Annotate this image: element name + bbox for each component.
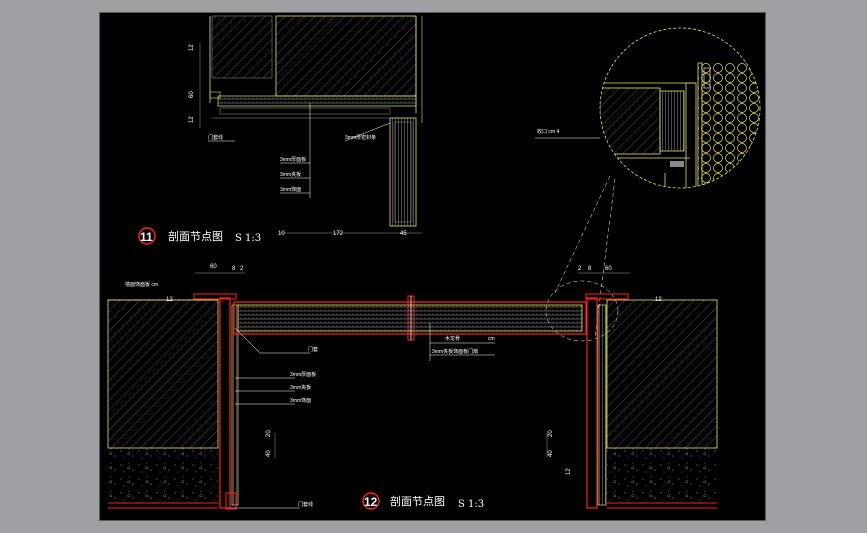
dim-2-left-60: 60 [210, 264, 217, 270]
section-2-drawing [107, 272, 718, 510]
label-2-left-top: 墙面饰面板 cm [125, 281, 158, 288]
cad-viewport[interactable]: 12 60 12 10 172 45 门套线 3mm厚面板 3mm夹板 3mm饰… [99, 12, 766, 521]
label-1-wood-panel: 门套线 [208, 134, 223, 141]
section-1-number: 11 [140, 230, 153, 244]
section-1-drawing [199, 15, 423, 234]
cad-drawing: 12 60 12 10 172 45 门套线 3mm厚面板 3mm夹板 3mm饰… [107, 15, 761, 510]
dim-2-left-20: 20 [266, 430, 272, 437]
label-2-board-2: 3mm夹板 [290, 384, 311, 391]
label-1-board-1: 3mm厚面板 [280, 156, 306, 163]
label-2-frame: 门套 [308, 346, 318, 353]
section-2-title: 剖面节点图 [390, 494, 445, 508]
label-2-door-a: 木龙骨 [445, 335, 460, 342]
dim-2-right-2: 2 [578, 266, 582, 272]
dim-2-right-40: 40 [548, 450, 554, 457]
dim-2-right-12: 12 [655, 297, 662, 303]
dim-2-right-20: 20 [548, 430, 554, 437]
dim-2-left-8: 8 [232, 266, 236, 272]
label-1-seal: 3mm厚密封条 [345, 134, 376, 141]
dim-1f: 45 [400, 231, 407, 237]
section-2-scale: S 1:3 [458, 499, 484, 510]
label-2-door-b: cm [488, 336, 495, 342]
dim-2-right-60: 60 [605, 266, 612, 272]
dim-1d: 10 [278, 231, 285, 237]
label-1-board-3: 3mm饰面 [280, 186, 301, 193]
dim-1e: 172 [333, 231, 344, 237]
dim-2-right-8: 8 [588, 266, 592, 272]
section-1-marker [138, 227, 156, 245]
label-2-board-3: 3mm饰面 [290, 397, 311, 404]
label-detail-note: 收口 cm 4 [537, 128, 559, 135]
dim-2-left-40: 40 [266, 450, 272, 457]
section-2-number: 12 [364, 495, 378, 509]
label-2-door-c: 3mm夹板饰面板门扇 [432, 348, 478, 355]
dim-2-right-bottom-12: 12 [566, 468, 572, 475]
dim-2-left-12: 12 [166, 297, 173, 303]
dim-1c: 12 [189, 116, 195, 123]
label-2-bottom: 门套线 [298, 501, 313, 508]
section-1-scale: S 1:3 [235, 233, 261, 244]
label-2-board-1: 3mm厚面板 [290, 371, 316, 378]
dim-2-left-2: 2 [240, 266, 244, 272]
detail-magnifier [535, 27, 761, 342]
dim-1a: 12 [189, 44, 195, 51]
section-1-title: 剖面节点图 [168, 229, 223, 243]
label-1-board-2: 3mm夹板 [280, 171, 301, 178]
dim-1b: 60 [189, 91, 195, 98]
section-2-marker [362, 492, 380, 510]
